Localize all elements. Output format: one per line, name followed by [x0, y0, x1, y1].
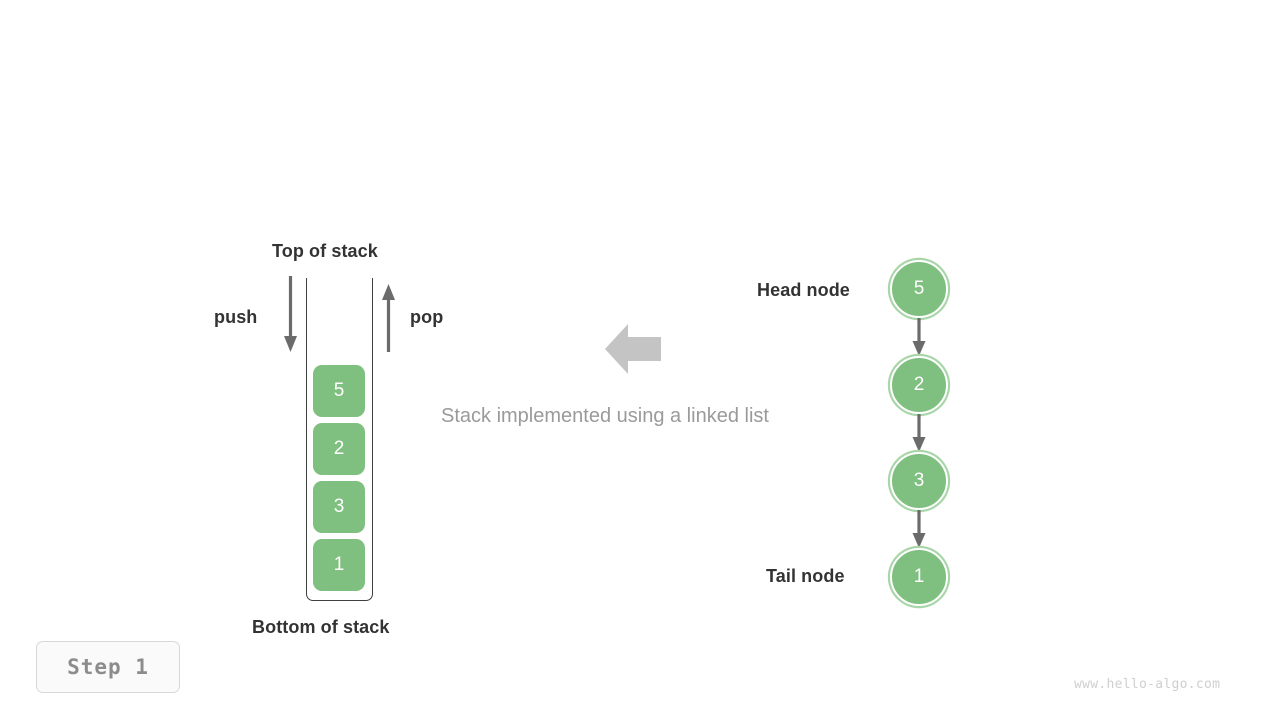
head-node-label: Head node: [757, 280, 850, 300]
stack-cell[interactable]: 5: [313, 365, 365, 417]
stack-container-outline: [306, 278, 373, 601]
linked-list-node[interactable]: 1: [890, 548, 948, 606]
diagram-caption: Stack implemented using a linked list: [441, 405, 769, 427]
stack-cell[interactable]: 1: [313, 539, 365, 591]
tail-node-label: Tail node: [766, 566, 845, 586]
bottom-of-stack-label: Bottom of stack: [252, 617, 390, 637]
link-arrow-down-icon: [912, 510, 926, 548]
linked-list-node[interactable]: 5: [890, 260, 948, 318]
link-arrow-down-icon: [912, 414, 926, 452]
top-of-stack-label: Top of stack: [272, 241, 378, 261]
push-arrow-down-icon: [284, 276, 297, 352]
block-arrow-left-icon: [605, 324, 661, 374]
linked-list-node[interactable]: 3: [890, 452, 948, 510]
linked-list-node[interactable]: 2: [890, 356, 948, 414]
pop-arrow-up-icon: [382, 284, 395, 352]
step-badge[interactable]: Step 1: [36, 641, 180, 693]
stack-cell[interactable]: 3: [313, 481, 365, 533]
watermark: www.hello-algo.com: [1074, 677, 1221, 692]
link-arrow-down-icon: [912, 318, 926, 356]
push-label: push: [214, 307, 258, 327]
stack-cell[interactable]: 2: [313, 423, 365, 475]
pop-label: pop: [410, 307, 444, 327]
step-badge-label: Step 1: [67, 655, 149, 679]
